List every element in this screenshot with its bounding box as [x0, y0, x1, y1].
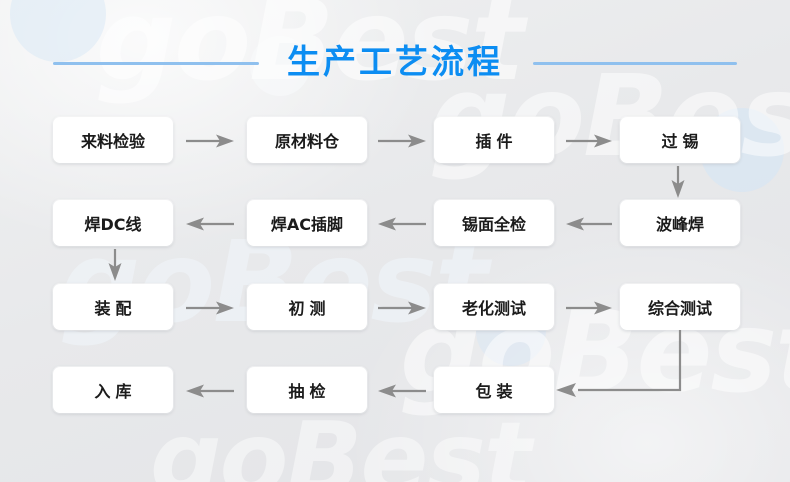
flow-node-label: 包装 [475, 382, 518, 401]
title-area: 生产工艺流程 [0, 36, 790, 92]
flow-node-label: 综合测试 [647, 299, 712, 318]
flow-node-n15[interactable]: 入库 [53, 367, 173, 413]
flow-node-n3[interactable]: 插件 [434, 117, 554, 163]
flow-node-n10[interactable]: 初测 [247, 284, 367, 330]
flow-node-label: 初测 [288, 299, 331, 318]
title-rule-left [53, 62, 259, 65]
flow-node-n9[interactable]: 装配 [53, 284, 173, 330]
connector-n9-n10 [186, 300, 234, 316]
flow-node-n12[interactable]: 综合测试 [620, 284, 740, 330]
flow-node-label: 原材料仓 [274, 132, 339, 151]
flow-node-label: 插件 [475, 132, 518, 151]
flow-node-n1[interactable]: 来料检验 [53, 117, 173, 163]
flow-node-n7[interactable]: 焊AC插脚 [247, 200, 367, 246]
title-rule-right [533, 62, 737, 65]
flow-node-n2[interactable]: 原材料仓 [247, 117, 367, 163]
flow-node-label: 老化测试 [461, 299, 526, 318]
connector-n6-n7 [378, 216, 426, 232]
connector-n11-n12 [566, 300, 612, 316]
connector-n14-n15 [186, 383, 234, 399]
flow-node-n8[interactable]: 焊DC线 [53, 200, 173, 246]
flow-node-n13[interactable]: 包装 [434, 367, 554, 413]
connector-n3-n4 [566, 133, 612, 149]
connector-n2-n3 [378, 133, 426, 149]
flow-node-n4[interactable]: 过锡 [620, 117, 740, 163]
flow-node-label: 入库 [94, 382, 137, 401]
flow-node-n5[interactable]: 波峰焊 [620, 200, 740, 246]
flow-node-label: 过锡 [661, 132, 704, 151]
flow-node-label: 来料检验 [80, 132, 145, 151]
connector-n10-n11 [378, 300, 426, 316]
connector-n13-n14 [378, 383, 426, 399]
connector-n7-n8 [186, 216, 234, 232]
page-title: 生产工艺流程 [287, 42, 503, 81]
flow-node-label: 波峰焊 [655, 215, 704, 234]
flow-node-n11[interactable]: 老化测试 [434, 284, 554, 330]
flow-node-n6[interactable]: 锡面全检 [434, 200, 554, 246]
flow-node-label: 焊DC线 [84, 215, 142, 234]
flow-node-label: 装配 [94, 299, 137, 318]
flow-node-n14[interactable]: 抽检 [247, 367, 367, 413]
connector-n1-n2 [186, 133, 234, 149]
flow-node-label: 焊AC插脚 [270, 215, 344, 234]
connector-n5-n6 [566, 216, 612, 232]
flow-node-label: 锡面全检 [461, 215, 526, 234]
flow-node-label: 抽检 [288, 382, 331, 401]
connector-n8-n9 [107, 249, 123, 281]
connector-n4-n5 [670, 166, 686, 198]
connector-n12-n13 [556, 330, 690, 397]
